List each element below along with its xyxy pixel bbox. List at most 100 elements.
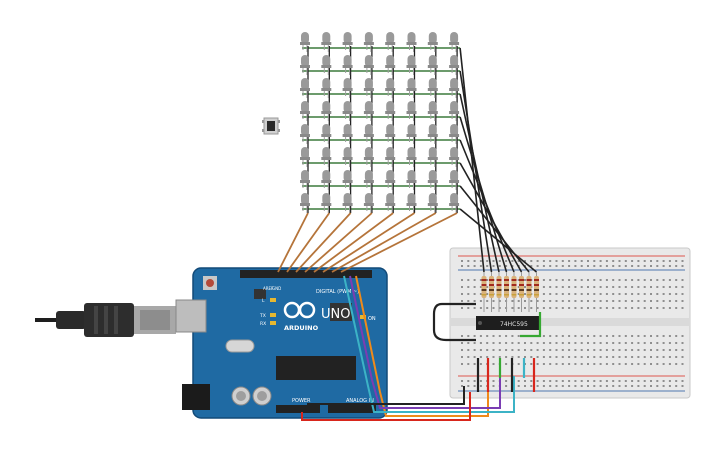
matrix-led[interactable] [321,147,332,167]
matrix-led[interactable] [385,32,396,52]
breadboard[interactable] [449,247,691,399]
matrix-led[interactable] [342,78,353,98]
matrix-led[interactable] [363,55,374,75]
matrix-led[interactable] [385,78,396,98]
matrix-led[interactable] [363,170,374,190]
matrix-led[interactable] [385,55,396,75]
usb-cable[interactable] [35,303,176,337]
matrix-led[interactable] [342,55,353,75]
green-jumper-wire[interactable] [520,312,542,338]
matrix-led[interactable] [449,101,460,121]
matrix-led[interactable] [406,170,417,190]
matrix-led[interactable] [427,101,438,121]
matrix-led[interactable] [342,170,353,190]
matrix-led[interactable] [427,55,438,75]
matrix-led[interactable] [449,170,460,190]
matrix-led[interactable] [449,55,460,75]
matrix-led[interactable] [321,78,332,98]
cathode-wire[interactable] [459,139,515,273]
matrix-led[interactable] [427,78,438,98]
matrix-led[interactable] [385,124,396,144]
anode-wire[interactable] [286,212,331,273]
cathode-wire[interactable] [459,208,538,273]
matrix-led[interactable] [300,124,310,144]
matrix-led[interactable] [406,101,417,121]
matrix-led[interactable] [342,193,353,213]
anode-wire[interactable] [277,212,309,273]
matrix-led[interactable] [321,32,332,52]
black-loop-wire[interactable] [432,302,476,342]
reset-button[interactable] [206,279,214,287]
cathode-wire[interactable] [459,162,523,273]
cathode-wire[interactable] [459,116,508,273]
black-ground-wire[interactable] [307,386,465,412]
anode-wire[interactable] [322,212,415,273]
matrix-led[interactable] [385,147,396,167]
matrix-led[interactable] [363,78,374,98]
anode-wire[interactable] [313,212,394,273]
arduino-uno-board[interactable]: ARDUINO UNO DIGITAL (PWM ~) POWER ANALOG… [175,267,388,419]
matrix-led[interactable] [427,147,438,167]
matrix-led[interactable] [427,124,438,144]
matrix-led[interactable] [300,32,310,52]
matrix-led[interactable] [406,32,417,52]
matrix-led[interactable] [406,147,417,167]
matrix-led[interactable] [342,32,353,52]
matrix-led[interactable] [300,170,310,190]
matrix-led[interactable] [385,101,396,121]
matrix-led[interactable] [449,78,460,98]
cathode-wire[interactable] [459,47,485,273]
resistor[interactable] [504,272,509,312]
on-label: ON [368,316,376,322]
matrix-led[interactable] [300,78,310,98]
matrix-led[interactable] [406,55,417,75]
anode-wire[interactable] [340,212,458,273]
matrix-led[interactable] [385,193,396,213]
matrix-led[interactable] [342,124,353,144]
matrix-led[interactable] [449,147,460,167]
matrix-led[interactable] [449,32,460,52]
matrix-led[interactable] [363,32,374,52]
matrix-led[interactable] [321,55,332,75]
resistor[interactable] [534,272,539,312]
matrix-led[interactable] [363,147,374,167]
matrix-led[interactable] [321,124,332,144]
resistor[interactable] [511,272,517,312]
matrix-led[interactable] [342,147,353,167]
matrix-led[interactable] [427,170,438,190]
matrix-led[interactable] [300,193,310,213]
matrix-led[interactable] [449,193,460,213]
matrix-led[interactable] [363,124,374,144]
red-power-wire[interactable] [301,392,471,421]
push-button[interactable] [262,117,280,135]
matrix-led[interactable] [342,101,353,121]
anode-wire[interactable] [295,212,352,273]
matrix-led[interactable] [363,101,374,121]
matrix-led[interactable] [406,124,417,144]
digital-header [240,270,372,278]
cyan-wire[interactable] [343,275,515,413]
resistor[interactable] [481,272,487,312]
cathode-wire[interactable] [459,185,530,273]
matrix-led[interactable] [427,32,438,52]
resistor[interactable] [526,272,532,312]
resistor[interactable] [489,272,494,312]
matrix-led[interactable] [449,124,460,144]
anode-wire[interactable] [304,212,373,273]
matrix-led[interactable] [427,193,438,213]
matrix-led[interactable] [321,101,332,121]
matrix-led[interactable] [321,193,332,213]
shift-register-chip[interactable]: 74HC595 [476,316,540,330]
resistor[interactable] [496,272,502,312]
matrix-led[interactable] [363,193,374,213]
matrix-led[interactable] [300,55,310,75]
matrix-led[interactable] [321,170,332,190]
anode-wire[interactable] [331,212,437,273]
matrix-led[interactable] [406,193,417,213]
matrix-led[interactable] [300,147,310,167]
purple-wire[interactable] [349,275,501,409]
matrix-led[interactable] [385,170,396,190]
resistor[interactable] [519,272,524,312]
matrix-led[interactable] [406,78,417,98]
matrix-led[interactable] [300,101,310,121]
